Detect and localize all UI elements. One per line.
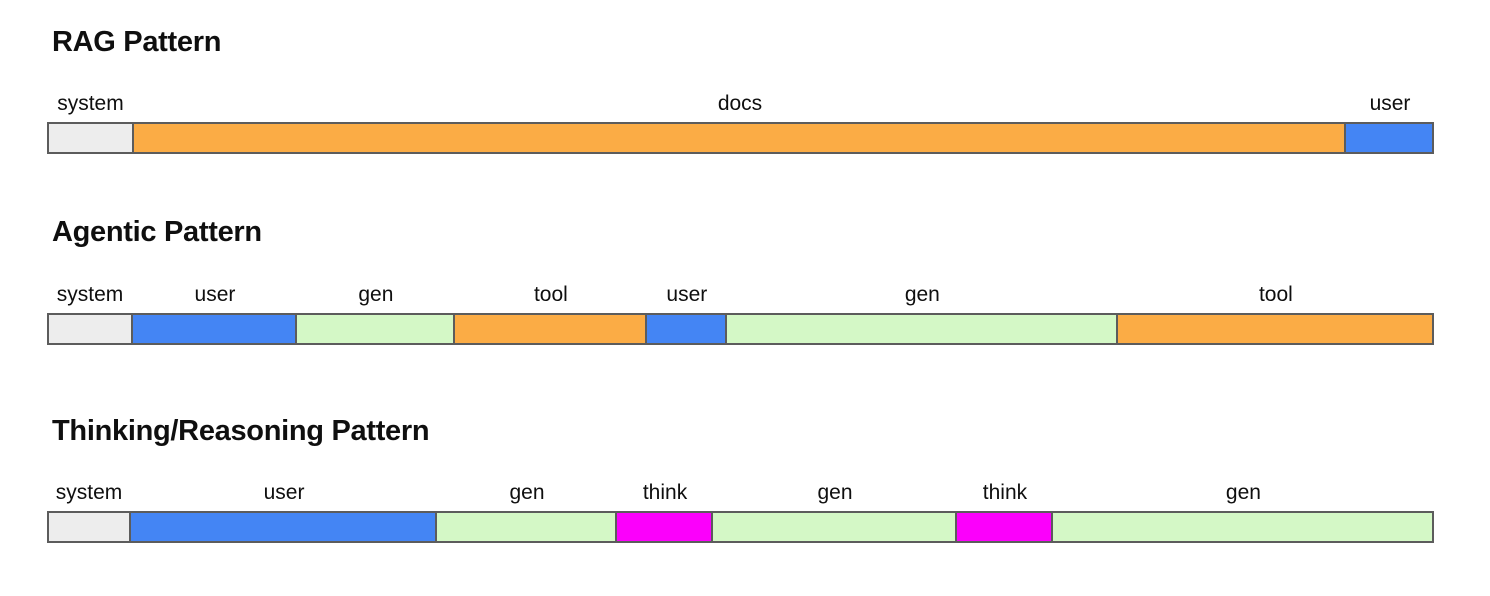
segment-block-gen	[713, 511, 957, 544]
segment-block-system	[47, 312, 133, 345]
thinking-pattern-bar: system user gen think gen think gen	[47, 481, 1434, 544]
segment-block-docs	[133, 122, 1347, 155]
segment-user: user	[1346, 92, 1434, 155]
agentic-pattern-bar: system user gen tool user gen tool	[47, 283, 1434, 345]
segment-label: tool	[1258, 282, 1293, 306]
rag-pattern-section: RAG Pattern system docs user	[47, 26, 1434, 155]
segment-block-gen	[437, 511, 618, 544]
segment-system: system	[47, 283, 133, 345]
segment-block-think	[956, 511, 1053, 544]
segment-tool: tool	[1117, 282, 1434, 345]
segment-user: user	[132, 282, 297, 345]
rag-pattern-title: RAG Pattern	[52, 26, 222, 58]
rag-pattern-bar: system docs user	[47, 92, 1434, 155]
segment-label: gen	[904, 282, 940, 306]
segment-think: think	[617, 481, 714, 544]
segment-gen: gen	[713, 481, 957, 544]
segment-label: docs	[717, 92, 763, 116]
segment-label: gen	[358, 282, 394, 306]
segment-label: user	[1369, 92, 1411, 116]
segment-label: tool	[533, 282, 568, 306]
segment-block-think	[617, 511, 714, 544]
segment-system: system	[47, 481, 132, 544]
segment-block-gen	[1052, 511, 1434, 544]
segment-block-user	[132, 312, 297, 345]
segment-label: system	[56, 282, 124, 306]
segment-label: user	[194, 282, 236, 306]
segment-label: think	[642, 481, 688, 505]
segment-label: think	[982, 481, 1028, 505]
agentic-pattern-section: Agentic Pattern system user gen tool user gen…	[47, 216, 1434, 345]
segment-label: gen	[509, 481, 545, 505]
segment-label: gen	[817, 481, 853, 505]
agentic-pattern-title: Agentic Pattern	[52, 216, 262, 249]
segment-docs: docs	[133, 92, 1347, 155]
segment-gen: gen	[726, 282, 1118, 345]
segment-block-system	[47, 511, 132, 544]
segment-block-gen	[726, 312, 1118, 345]
segment-block-system	[47, 122, 134, 155]
segment-block-gen	[296, 312, 455, 345]
segment-label: system	[55, 481, 123, 505]
segment-gen: gen	[1052, 481, 1434, 544]
thinking-pattern-title: Thinking/Reasoning Pattern	[52, 414, 430, 447]
segment-user: user	[646, 282, 727, 345]
segment-label: user	[263, 481, 305, 505]
segment-label: gen	[1225, 481, 1261, 505]
segment-user: user	[131, 481, 438, 544]
segment-block-user	[1346, 122, 1434, 155]
segment-block-tool	[1117, 312, 1434, 345]
segment-block-user	[131, 511, 438, 544]
segment-block-user	[646, 312, 727, 345]
segment-block-tool	[454, 312, 647, 345]
thinking-pattern-section: Thinking/Reasoning Pattern system user gen…	[47, 414, 1434, 544]
segment-think: think	[956, 481, 1053, 544]
segment-label: system	[57, 92, 124, 116]
segment-label: user	[666, 282, 708, 306]
segment-system: system	[47, 92, 134, 155]
segment-gen: gen	[437, 481, 618, 544]
segment-gen: gen	[296, 282, 455, 345]
segment-tool: tool	[454, 282, 647, 345]
